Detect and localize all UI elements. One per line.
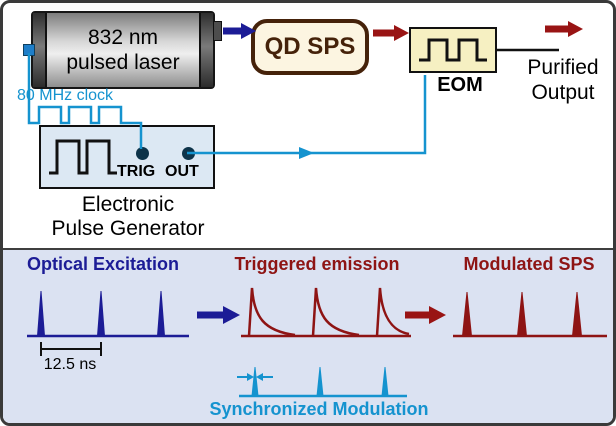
clock-label: 80 MHz clock [17,87,114,104]
clock-output-connector [23,44,35,56]
eom-box [409,27,497,73]
laser-label-line1: 832 nm [87,25,159,49]
modulated-sps-label: Modulated SPS [463,254,595,274]
generator-pulse-icon [49,139,117,175]
eom-pulse-icon [419,38,487,62]
trig-label: TRIG [117,163,156,180]
arrow-qd-to-eom [373,25,409,41]
laser-label-line2: pulsed laser [66,51,180,74]
pulse-interval-label: 12.5 ns [43,356,97,373]
sync-wire-arrowhead [299,147,314,159]
laser-aperture [213,21,222,41]
eom-label: EOM [437,74,483,96]
sync-wire [187,75,427,155]
pulse-generator-box: TRIG OUT [39,125,215,189]
optical-excitation-label: Optical Excitation [26,254,180,274]
out-label: OUT [165,163,199,180]
pulsed-laser-box: 832 nm pulsed laser [31,11,215,89]
laser-label: 832 nm pulsed laser [33,13,213,87]
qd-sps-box: QD SPS [251,19,369,75]
purified-output-label: Purified Output [508,55,613,105]
triggered-emission-label: Triggered emission [234,254,400,274]
generator-caption-line1: Electronic [81,193,175,216]
purified-output-line1: Purified [527,56,599,79]
pulse-generator-caption: Electronic Pulse Generator [13,193,243,241]
synchronized-modulation-label: Synchronized Modulation [209,399,429,419]
qd-sps-label: QD SPS [264,33,356,60]
purified-output-line2: Output [531,81,595,105]
out-port [182,147,195,160]
trig-port [136,147,149,160]
laser-end-cap-right [199,13,213,87]
arrow-purified-output [545,21,583,37]
generator-caption-line2: Pulse Generator [51,217,205,241]
